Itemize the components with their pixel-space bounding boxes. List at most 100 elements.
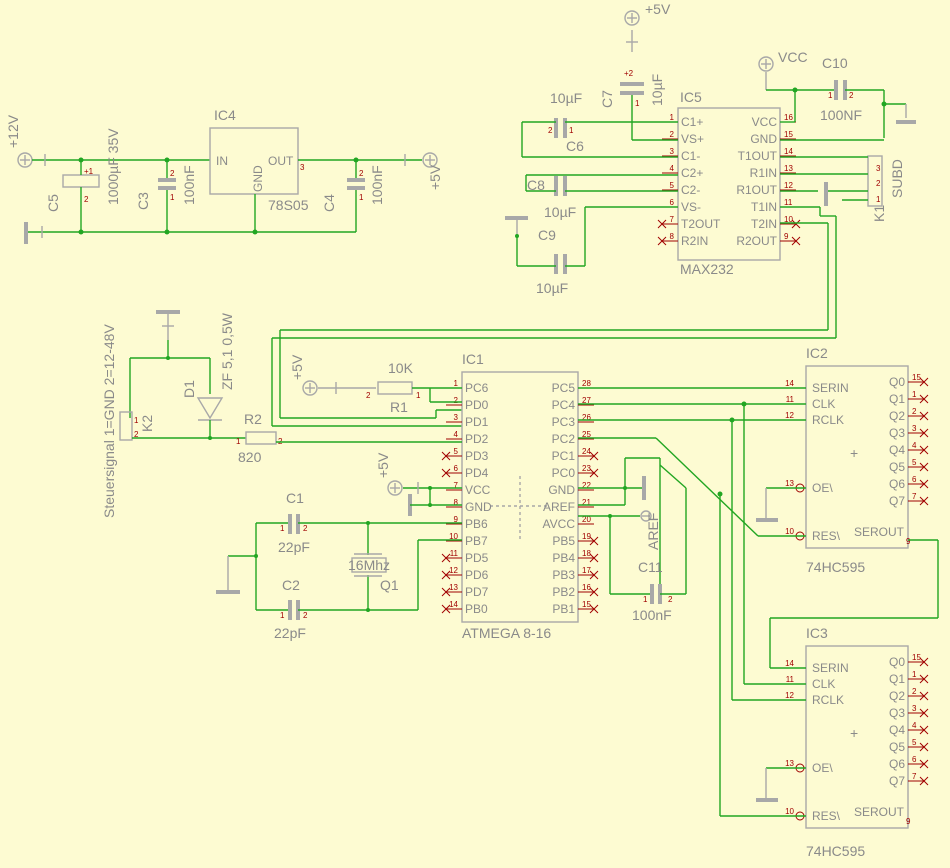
pin-number: 15 bbox=[912, 653, 921, 662]
pin-label: R2OUT bbox=[736, 234, 777, 248]
pin-label: Q7 bbox=[889, 494, 905, 508]
pin-number: 7 bbox=[670, 215, 675, 224]
svg-text:1: 1 bbox=[828, 91, 833, 100]
pin-number: 11 bbox=[786, 395, 795, 404]
pin-label: PD4 bbox=[465, 466, 489, 480]
pin-label: PB3 bbox=[552, 568, 575, 582]
r2-name: R2 bbox=[244, 411, 262, 427]
pin-label: Q3 bbox=[889, 706, 905, 720]
svg-text:+1: +1 bbox=[84, 167, 94, 176]
supply-12v-label: +12V bbox=[5, 114, 21, 148]
pin-label: SERIN bbox=[812, 661, 849, 675]
pin-number: 5 bbox=[454, 447, 459, 456]
r1-value: 10K bbox=[388, 360, 414, 376]
no-connect-mark bbox=[589, 604, 599, 614]
pin-label: T2OUT bbox=[681, 217, 721, 231]
pin-label: T2IN bbox=[751, 217, 777, 231]
pin-number: 13 bbox=[785, 759, 794, 768]
ic4-name: IC4 bbox=[214, 107, 236, 123]
svg-text:+5V: +5V bbox=[427, 164, 443, 190]
pin-number: 18 bbox=[582, 549, 591, 558]
c3-name: C3 bbox=[135, 192, 151, 210]
no-connect-mark bbox=[441, 604, 451, 614]
pin-number: 16 bbox=[784, 113, 793, 122]
pin-number: 10 bbox=[784, 215, 793, 224]
pin-number: 13 bbox=[449, 583, 458, 592]
ic1-value: ATMEGA 8-16 bbox=[462, 625, 551, 641]
c5-name: C5 bbox=[45, 194, 61, 212]
pin-label: CLK bbox=[812, 677, 835, 691]
pin-label: PD3 bbox=[465, 449, 489, 463]
pin-number: 6 bbox=[912, 475, 917, 484]
c1-value: 22pF bbox=[278, 539, 310, 555]
pin-number: 28 bbox=[582, 379, 591, 388]
svg-text:OUT: OUT bbox=[268, 154, 294, 168]
pin-number: 12 bbox=[449, 566, 458, 575]
pin-label: C1+ bbox=[681, 115, 703, 129]
no-connect-mark bbox=[791, 236, 801, 246]
svg-text:2: 2 bbox=[366, 391, 371, 400]
c11-name: C11 bbox=[638, 559, 663, 575]
svg-text:2: 2 bbox=[849, 91, 854, 100]
pin-label: Q1 bbox=[889, 392, 905, 406]
q1-value: 16Mhz bbox=[348, 557, 390, 573]
shift-bus-wires bbox=[578, 387, 939, 817]
pin-number: 3 bbox=[454, 413, 459, 422]
pin-label: PC4 bbox=[552, 398, 576, 412]
no-connect-mark bbox=[919, 759, 929, 769]
pin-label: Q1 bbox=[889, 672, 905, 686]
no-connect-mark bbox=[919, 445, 929, 455]
pin-label: PB2 bbox=[552, 585, 575, 599]
c1-name: C1 bbox=[286, 490, 304, 506]
pin-label: PB5 bbox=[552, 534, 575, 548]
pin-label: AVCC bbox=[543, 517, 576, 531]
svg-text:+5V: +5V bbox=[289, 354, 305, 380]
ic5-name: IC5 bbox=[680, 89, 702, 105]
pin-number: 12 bbox=[785, 691, 794, 700]
c10-name: C10 bbox=[822, 55, 848, 71]
svg-text:1: 1 bbox=[134, 416, 139, 425]
r2-value: 820 bbox=[238, 449, 262, 465]
pin-label: SEROUT bbox=[854, 525, 905, 539]
svg-text:AREF: AREF bbox=[645, 513, 661, 550]
svg-text:2: 2 bbox=[303, 524, 308, 533]
pin-label: PC3 bbox=[552, 415, 576, 429]
atmega-section: IC1 ATMEGA 8-16 PC61PD02PD13PD24PD35PD46… bbox=[101, 310, 687, 641]
pin-number: 9 bbox=[784, 232, 789, 241]
pin-number: 11 bbox=[450, 549, 459, 558]
svg-text:+2: +2 bbox=[624, 69, 634, 78]
svg-text:2: 2 bbox=[548, 126, 553, 135]
pin-number: 8 bbox=[670, 232, 675, 241]
pin-label: VCC bbox=[752, 115, 778, 129]
no-connect-mark bbox=[791, 219, 801, 229]
c11-value: 100nF bbox=[632, 607, 672, 623]
pin-label: PC5 bbox=[552, 381, 576, 395]
pin-label: PB4 bbox=[552, 551, 575, 565]
no-connect-mark bbox=[441, 451, 451, 461]
svg-text:2: 2 bbox=[876, 179, 881, 188]
power-supply-section: +12V +12 C5 1000µF 35V 21 C3 100nF IC4 I… bbox=[5, 107, 443, 244]
pin-label: PD5 bbox=[465, 551, 489, 565]
c2-value: 22pF bbox=[274, 625, 306, 641]
pin-label: Q4 bbox=[889, 443, 905, 457]
c2-name: C2 bbox=[282, 577, 300, 593]
pin-number: 7 bbox=[912, 492, 917, 501]
svg-text:1: 1 bbox=[280, 611, 285, 620]
pin-label: Q3 bbox=[889, 426, 905, 440]
svg-text:1: 1 bbox=[236, 437, 241, 446]
no-connect-mark bbox=[919, 674, 929, 684]
k2-value: Steuersignal 1=GND 2=12-48V bbox=[101, 324, 117, 518]
svg-text:3: 3 bbox=[300, 163, 305, 172]
no-connect-mark bbox=[441, 587, 451, 597]
no-connect-mark bbox=[589, 536, 599, 546]
pin-label: Q6 bbox=[889, 757, 905, 771]
ic2-value: 74HC595 bbox=[806, 559, 865, 575]
ic2-name: IC2 bbox=[806, 345, 828, 361]
pin-number: 15 bbox=[784, 130, 793, 139]
pin-number: 22 bbox=[582, 481, 591, 490]
pin-number: 10 bbox=[785, 527, 794, 536]
pin-label: CLK bbox=[812, 397, 835, 411]
svg-text:IN: IN bbox=[216, 154, 228, 168]
